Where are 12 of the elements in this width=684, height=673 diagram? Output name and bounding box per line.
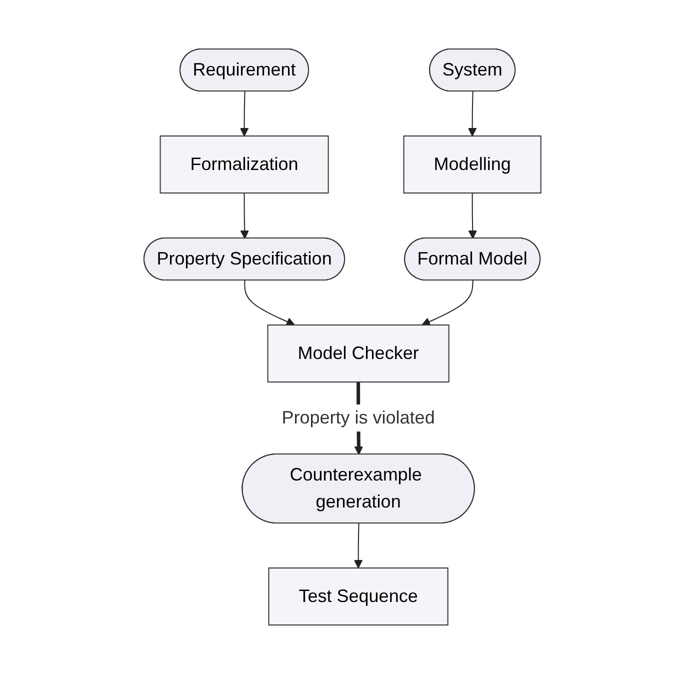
- arrow: [240, 192, 249, 238]
- edge-label: Property is violated: [281, 406, 434, 427]
- node-box: Test Sequence: [268, 566, 448, 625]
- arrow: [244, 280, 295, 326]
- node-box: Modelling: [402, 135, 541, 193]
- arrow: [353, 522, 362, 568]
- arrow: [239, 90, 248, 136]
- arrow: [468, 90, 476, 136]
- node-box: Formalization: [159, 135, 328, 193]
- arrow: [468, 192, 477, 238]
- node-box: Model Checker: [266, 324, 449, 382]
- arrow: [421, 280, 473, 326]
